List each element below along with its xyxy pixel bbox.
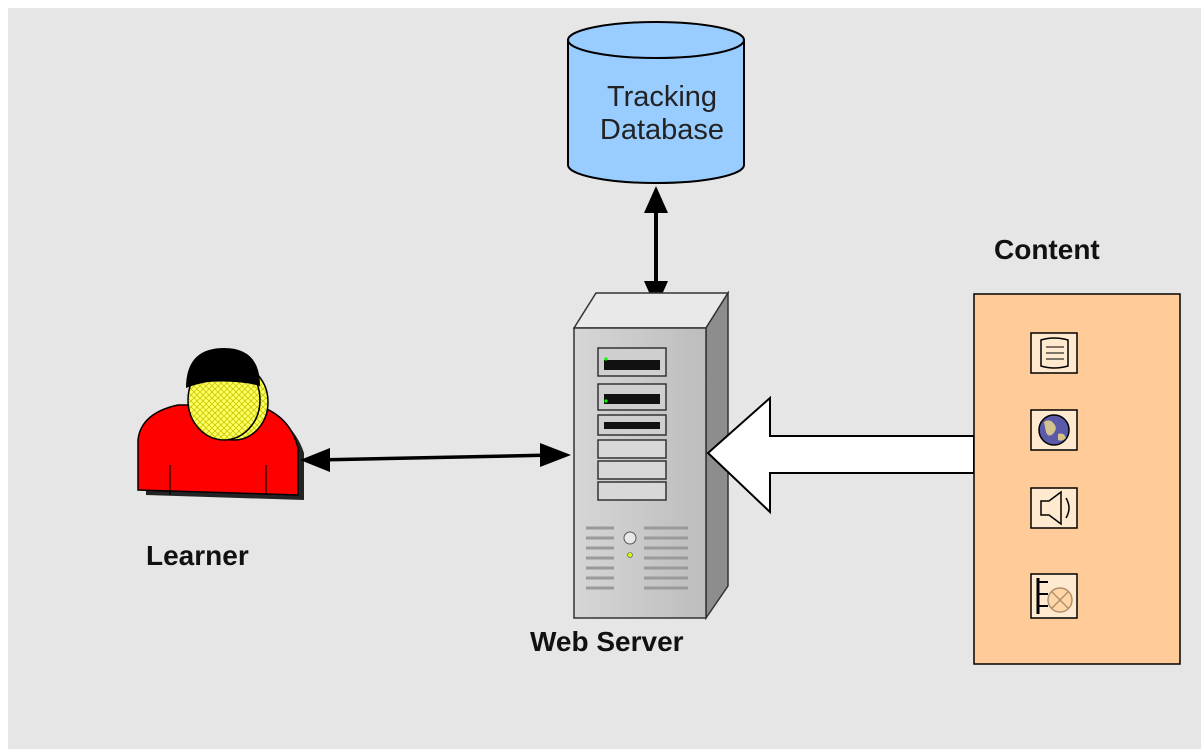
web-server-label: Web Server [530,626,684,657]
learner-icon [137,348,304,500]
web-server-icon [572,290,730,621]
globe-icon [1030,409,1078,451]
tracking-database-label: Tracking Database [574,81,750,147]
database-label-line2: Database [599,114,725,146]
document-icon [1030,332,1078,374]
database-label-line1: Tracking [606,81,718,113]
tracking-database-cylinder [567,21,745,184]
diagram-canvas: Tracking Database Content Learner Web Se… [8,8,1201,749]
learner-label: Learner [146,540,249,571]
speaker-icon [1030,487,1078,529]
content-delivery-arrow [706,395,975,515]
video-icon [1030,573,1078,619]
content-label: Content [994,234,1100,265]
database-server-arrow [644,186,668,308]
learner-server-arrow [300,443,571,472]
